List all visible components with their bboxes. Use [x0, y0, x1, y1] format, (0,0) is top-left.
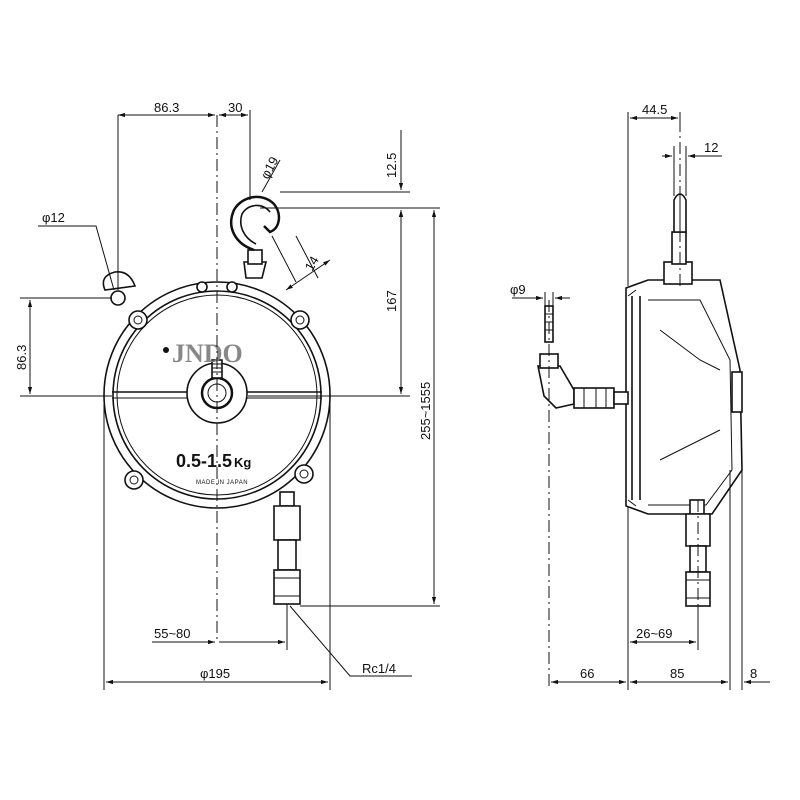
- dim-top-clearance: 12.5: [384, 153, 399, 178]
- dim-mount-hole: φ12: [42, 210, 65, 225]
- dim-hook-dia: φ19: [257, 154, 281, 181]
- side-hook: [663, 193, 693, 285]
- bolt-lugs: [124, 281, 314, 490]
- dim-side-height: 86.3: [14, 345, 29, 370]
- side-fitting: [537, 305, 629, 409]
- brand-logo: JNDO: [172, 339, 243, 368]
- mount-ear: [102, 270, 137, 306]
- dim-body-dia: φ195: [200, 666, 230, 681]
- dim-port-thread: Rc1/4: [362, 661, 396, 676]
- side-view: 44.5 12 φ9 26~69 66 85 8: [510, 102, 770, 690]
- dim-top-width: 44.5: [642, 102, 667, 117]
- dim-hook-width: 30: [228, 100, 242, 115]
- dim-fitting-dia: φ9: [510, 282, 526, 297]
- cable-fitting: [273, 491, 301, 605]
- dim-hook-thickness: 14: [302, 253, 322, 273]
- dim-stroke-range: 255~1555: [418, 382, 433, 440]
- dim-side-cable-offset: 26~69: [636, 626, 673, 641]
- dim-hook-offset: 86.3: [154, 100, 179, 115]
- dim-hook-to-center: 167: [384, 290, 399, 312]
- origin-label: MADE IN JAPAN: [196, 480, 248, 486]
- dim-body-depth: 85: [670, 666, 684, 681]
- hook: [229, 195, 281, 279]
- dim-flange: 8: [750, 666, 757, 681]
- dim-cable-offset: 55~80: [154, 626, 191, 641]
- side-housing: [625, 279, 743, 515]
- dim-hook-width-side: 12: [704, 140, 718, 155]
- dim-left-depth: 66: [580, 666, 594, 681]
